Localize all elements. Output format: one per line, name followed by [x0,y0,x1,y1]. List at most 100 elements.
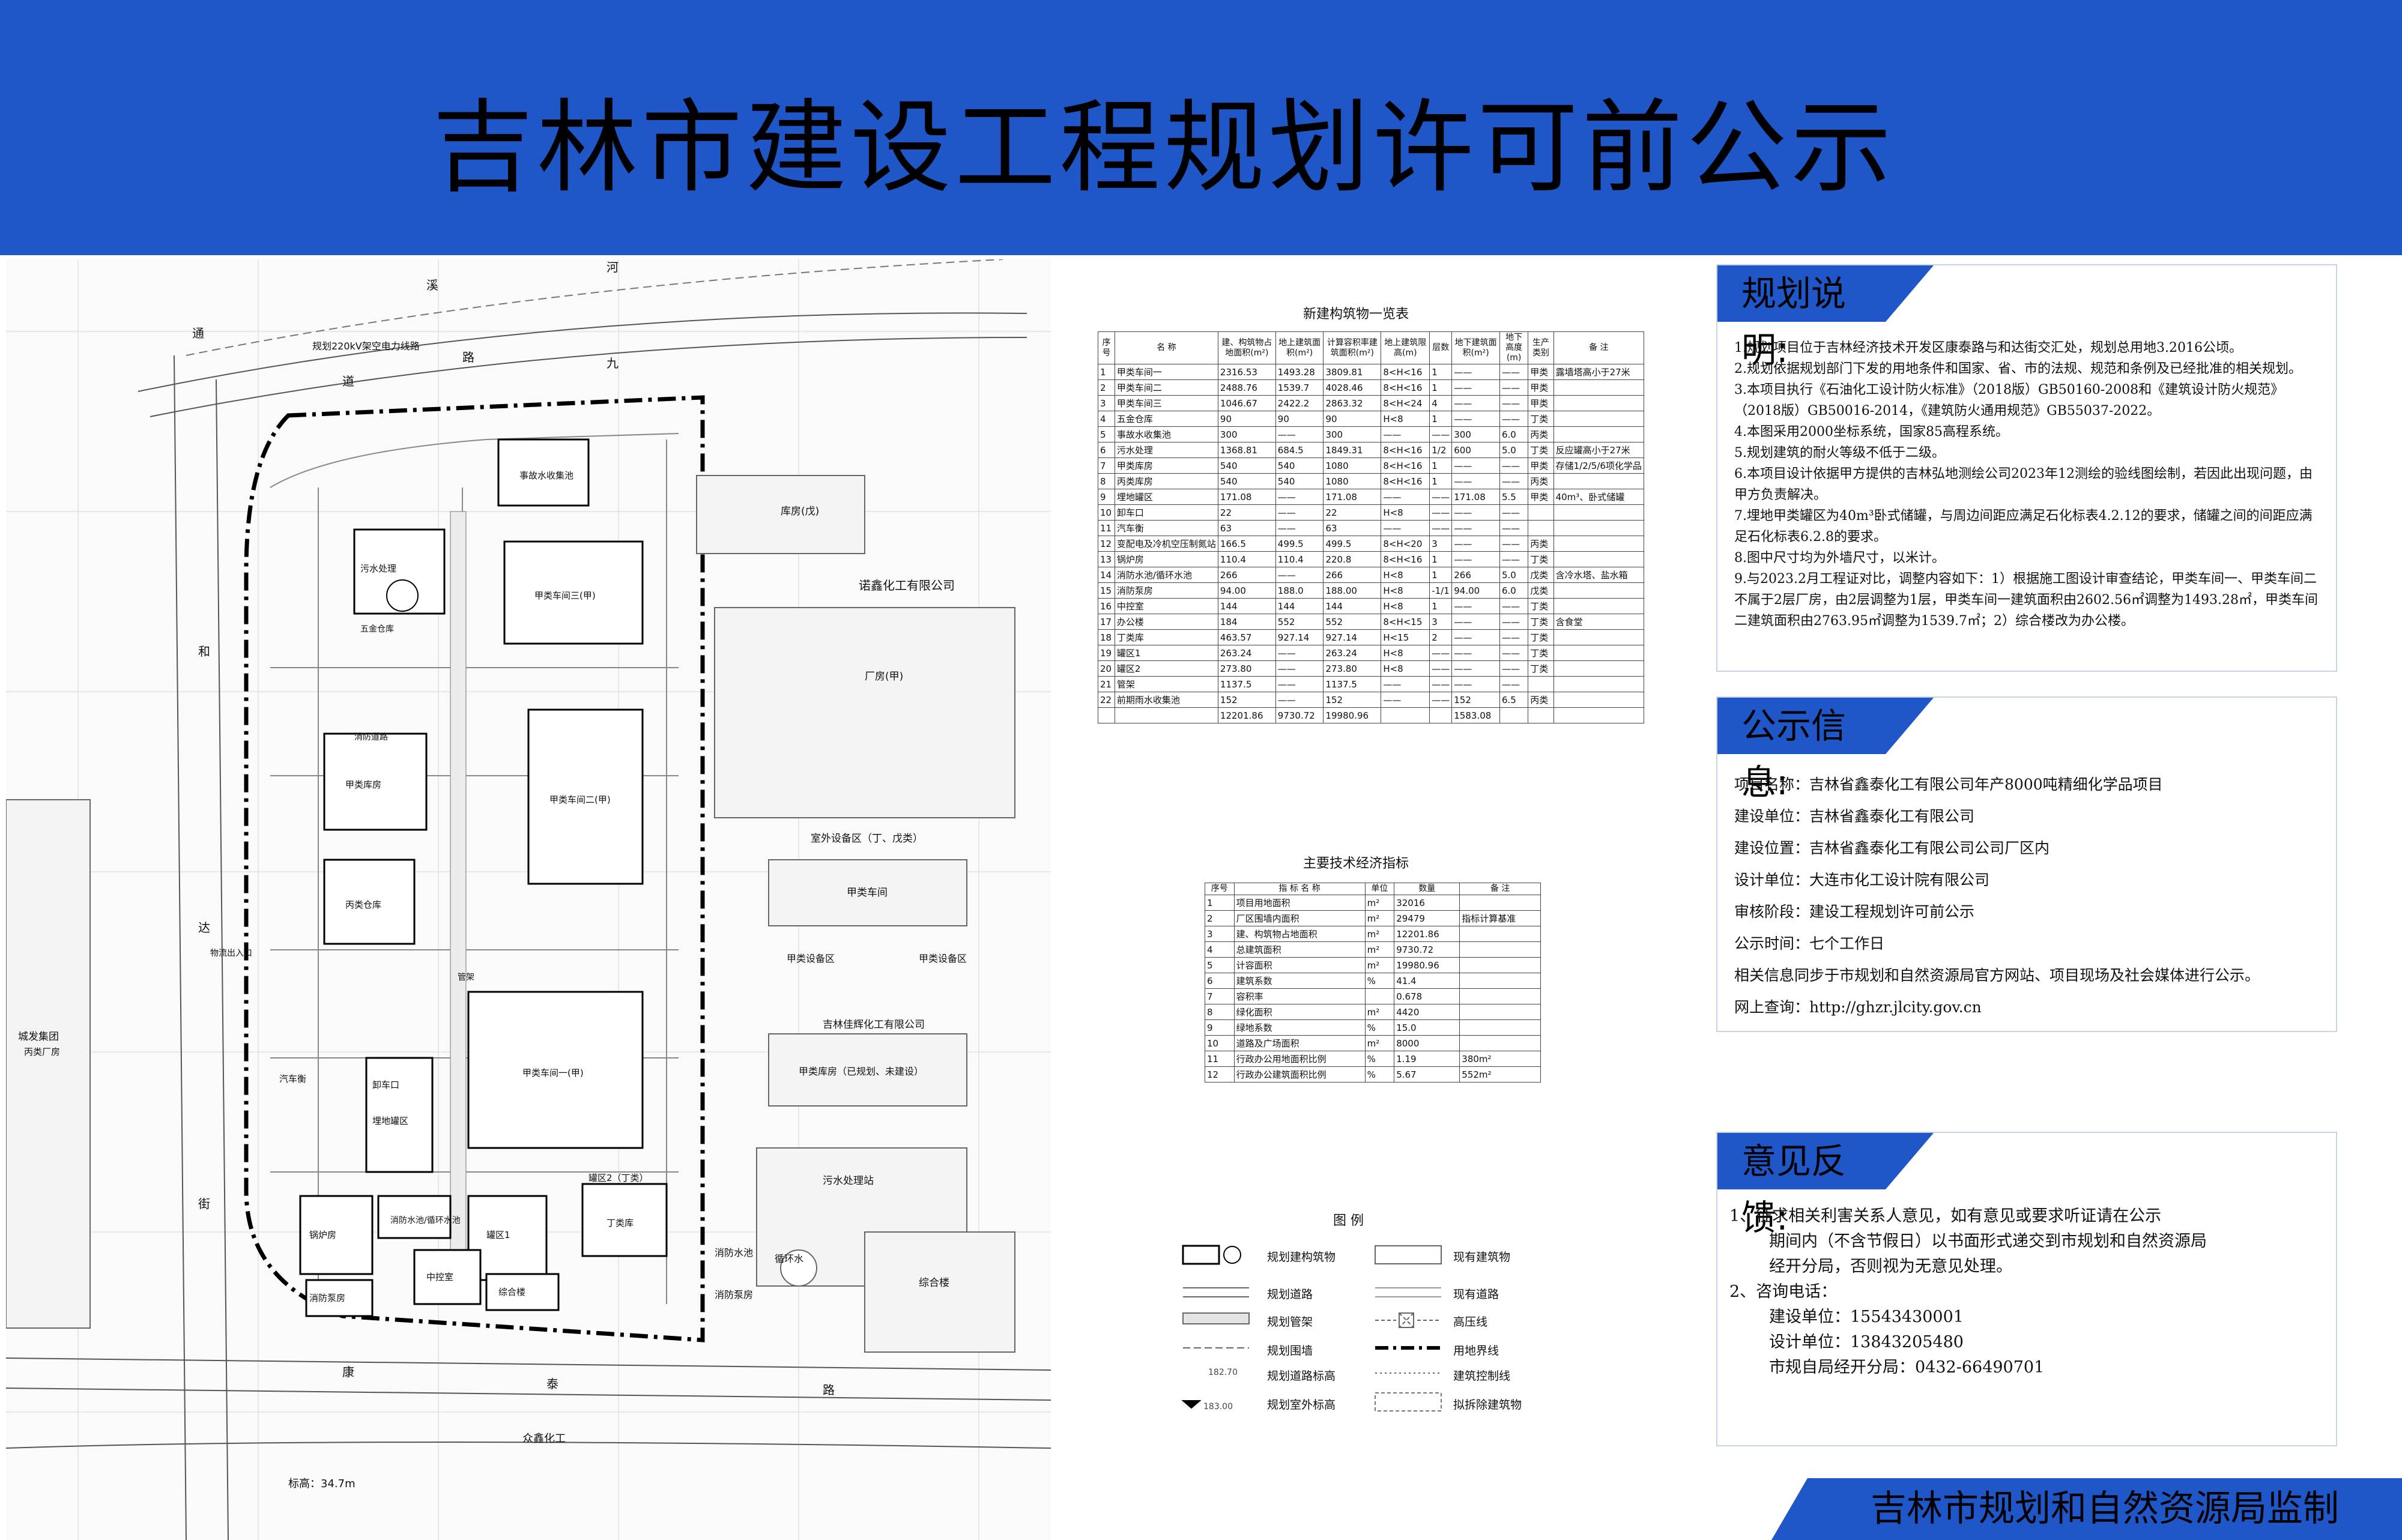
table-cell: —— [1499,379,1529,396]
text-line: 4.本图采用2000坐标系统，国家85高程系统。 [1734,424,2009,439]
table-cell: 行政办公用地面积比例 [1233,1051,1366,1067]
table-cell: 21 [1098,676,1115,692]
text-line: 3.本项目执行《石油化工设计防火标准》（2018版）GB50160-2008和《… [1734,382,2284,418]
text-line: 建设单位：15543430001 [1769,1308,1964,1326]
table-cell: m² [1364,895,1395,911]
table-cell: 10 [1205,1035,1235,1051]
table-cell [1459,1035,1541,1051]
table-cell: 94.00 [1451,582,1500,599]
table-cell: 17 [1098,614,1115,630]
map-neighbor-label: 甲类库房（已规划、未建设） [799,1066,924,1077]
table-cell: 12 [1205,1066,1235,1083]
table-cell: 273.80 [1217,660,1276,677]
table-cell: 9730.72 [1275,707,1324,723]
table-cell: —— [1499,551,1529,567]
map-road-label: 道 [342,374,354,388]
table-cell: -1/1 [1429,582,1453,599]
table-cell: —— [1451,520,1500,536]
table-cell: 8<H<16 [1381,551,1430,567]
table-header-cell: 备 注 [1553,331,1645,364]
table-cell: 40m³、卧式储罐 [1553,489,1645,505]
table-cell: 7 [1205,988,1235,1004]
table-cell: H<15 [1381,629,1430,645]
table-cell: 19980.96 [1394,957,1460,973]
public-info-panel: 公示信息: 项目名称：吉林省鑫泰化工有限公司年产8000吨精细化学品项目建设单位… [1716,696,2337,1032]
map-building-label: 汽车衡 [279,1073,306,1084]
table-cell: 丙类库房 [1114,473,1218,489]
text-line: 建设位置：吉林省鑫泰化工有限公司公司厂区内 [1734,839,2050,857]
table-cell: 指标计算基准 [1459,910,1541,926]
table-cell: —— [1499,660,1529,677]
feedback-panel: 意见反馈: 1、征求相关利害关系人意见，如有意见或要求听证请在公示期间内（不含节… [1716,1132,2337,1446]
table-cell: H<8 [1381,645,1430,661]
table-cell [1553,645,1645,661]
table-cell: 22 [1217,504,1276,521]
table-cell [1528,707,1554,723]
table-cell: m² [1364,957,1395,973]
table-cell: 含冷水塔、盐水箱 [1553,567,1645,583]
table-cell: —— [1429,676,1453,692]
table-cell: 丁类 [1528,411,1554,427]
table-header-cell: 指 标 名 称 [1233,883,1366,895]
table-cell: 埋地罐区 [1114,489,1218,505]
table-cell [1553,395,1645,411]
table-cell [1553,660,1645,677]
table-cell: 8<H<16 [1381,364,1430,380]
table-cell: 11 [1098,520,1115,536]
map-building-label: 污水处理 [360,563,396,574]
legend-symbols: 182.70 183.00 [1181,1245,1442,1412]
table-cell: —— [1275,567,1324,583]
table-cell: —— [1499,411,1529,427]
table-cell: 丁类 [1528,551,1554,567]
table-cell: 63 [1217,520,1276,536]
table-cell: 6.0 [1499,426,1529,442]
table-cell: 63 [1323,520,1382,536]
table-cell: —— [1275,520,1324,536]
legend-item: 高压线 [1453,1315,1488,1329]
table-cell: 3 [1429,536,1453,552]
table-cell: —— [1451,504,1500,521]
table-cell: 1 [1429,411,1453,427]
table-cell [1459,895,1541,911]
table-cell [1528,504,1554,521]
map-building-label: 综合楼 [498,1287,525,1297]
table-cell: 卸车口 [1114,504,1218,521]
text-line: 1.规划项目位于吉林经济技术开发区康泰路与和达街交汇处，规划总用地3.2016公… [1734,340,2242,355]
table-cell: —— [1499,504,1529,521]
map-road-label: 九 [607,356,619,370]
table-cell: 消防水池/循环水池 [1114,567,1218,583]
econ-table-title: 主要技术经济指标 [1303,856,1409,871]
table-cell: 94.00 [1217,582,1276,599]
legend: 图 例 182.70 183.00 规划建构筑物 现有建筑物 规划道 [1177,1210,1522,1414]
table-cell: 甲类库房 [1114,457,1218,474]
table-cell: 罐区2 [1114,660,1218,677]
text-line: 期间内（不含节假日）以书面形式递交到市规划和自然资源局 [1769,1232,2207,1251]
map-road-label: 路 [462,350,474,364]
table-cell: —— [1499,457,1529,474]
table-cell [1553,676,1645,692]
table-cell: 552 [1323,614,1382,630]
table-cell: —— [1275,645,1324,661]
table-cell: —— [1451,645,1500,661]
table-cell: —— [1381,676,1430,692]
table-cell: 540 [1275,457,1324,474]
table-cell: 汽车衡 [1114,520,1218,536]
map-elevation-label: 标高：34.7m [288,1478,355,1490]
table-cell: 9730.72 [1394,941,1460,958]
table-cell: 171.08 [1217,489,1276,505]
planning-notes-body: 1.规划项目位于吉林经济技术开发区康泰路与和达街交汇处，规划总用地3.2016公… [1734,337,2320,632]
text-line: 相关信息同步于市规划和自然资源局官方网站、项目现场及社会媒体进行公示。 [1734,967,2260,984]
table-cell: —— [1451,536,1500,552]
table-header-cell: 序号 [1098,331,1115,364]
table-header-cell: 数量 [1394,883,1460,895]
map-building-label: 消防水池/循环水池 [390,1216,461,1225]
table-cell: 五金仓库 [1114,411,1218,427]
